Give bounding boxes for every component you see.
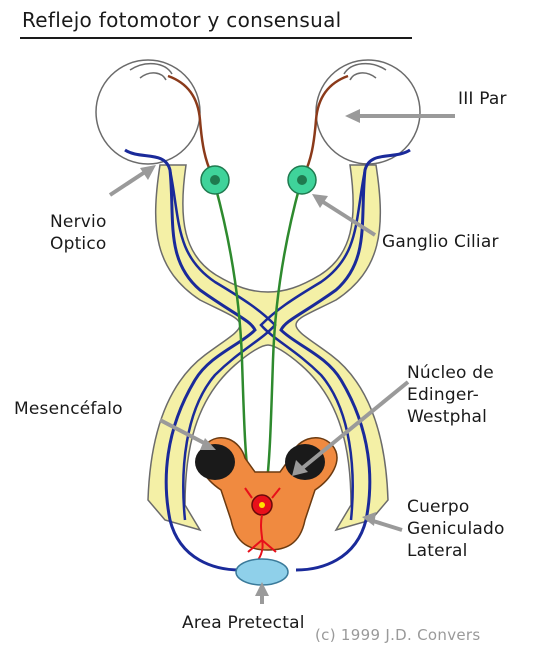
right-eye bbox=[316, 60, 420, 164]
ciliary-ganglion-right bbox=[288, 166, 316, 194]
label-area-pretectal: Area Pretectal bbox=[182, 612, 305, 634]
label-nucleo-edinger-westphal: Núcleo de Edinger- Westphal bbox=[407, 362, 494, 428]
copyright-credit: (c) 1999 J.D. Convers bbox=[315, 626, 480, 644]
label-nervio-optico: Nervio Optico bbox=[50, 211, 107, 255]
label-iii-par: III Par bbox=[458, 88, 507, 110]
label-cuerpo-geniculado-lateral: Cuerpo Geniculado Lateral bbox=[407, 496, 505, 562]
pretectal-area bbox=[236, 559, 288, 585]
label-ganglio-ciliar: Ganglio Ciliar bbox=[382, 231, 499, 253]
ciliary-ganglion-left bbox=[201, 166, 229, 194]
midbrain-dark-right bbox=[285, 444, 325, 480]
label-mesencefalo: Mesencéfalo bbox=[14, 398, 123, 420]
left-eye bbox=[96, 60, 200, 164]
